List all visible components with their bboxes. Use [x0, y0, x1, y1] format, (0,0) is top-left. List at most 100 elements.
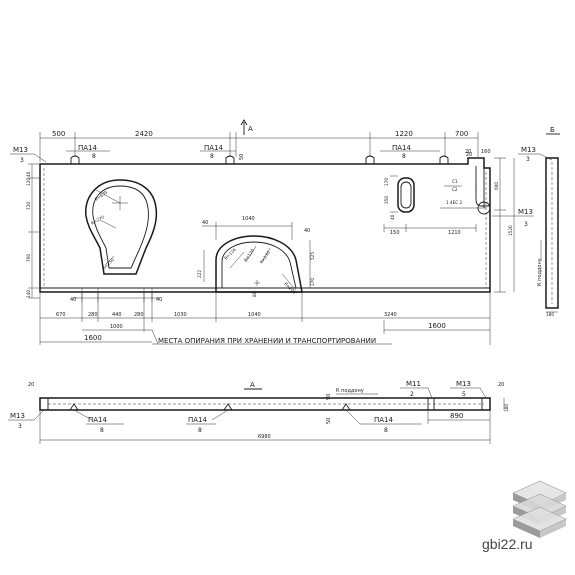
dim-20-top: 20 [465, 149, 471, 155]
bdim-440: 440 [112, 312, 122, 318]
sec-a-dim-890: 890 [450, 412, 463, 420]
lifting-loops-top: ПА14 8 ПА14 8 ПА14 8 [66, 144, 449, 164]
section-mark-a: A [240, 119, 253, 135]
weld-note: 1 4ЕС 2 [446, 200, 463, 205]
arch-dim-1040: 1040 [242, 216, 255, 222]
arch-dim-80: 80 [252, 291, 257, 297]
site-watermark: gbi22.ru [482, 536, 533, 552]
pear-opening: R=635 R=270 R=250 [85, 179, 158, 275]
dim-40-a: 40 [70, 297, 76, 303]
dim-40-left: 40 [26, 171, 31, 177]
pa14-label-sec-a-1: ПА14 [88, 416, 108, 424]
section-b: Б M13 3 180 К поддону [518, 126, 560, 317]
dim-1520-right: 1520 [508, 225, 513, 236]
slot-dim-1210: 1210 [448, 230, 461, 236]
small-slot-opening: 170 350 40 C1 C2 1 4ЕС 2 150 1210 20 [383, 152, 491, 236]
panel-outline [39, 157, 491, 293]
m13-label-left: M13 [13, 146, 28, 154]
right-dimension-chain: 600 1520 M13 3 [492, 157, 534, 293]
arch-dim-40-left: 40 [202, 220, 208, 226]
section-b-dim-180: 180 [546, 312, 554, 317]
arch-r120: R=120 [243, 248, 256, 263]
dim-120-left: 120 [26, 178, 31, 186]
slot-dim-20: 20 [466, 152, 472, 158]
dim-720-left: 720 [26, 202, 31, 210]
section-b-letter: Б [550, 126, 555, 134]
m13-callout-left: M13 3 [10, 146, 47, 164]
pa14-qty-sec-a-3: 8 [384, 427, 388, 434]
sec-a-dim-90: 90 [326, 394, 332, 400]
arch-dim-40-right: 40 [304, 228, 310, 234]
m13-qty-5: 5 [462, 391, 466, 398]
section-a: А 20 20 180 M13 3 ПА14 8 ПА14 8 ПА14 8 К… [8, 380, 509, 444]
pa14-qty-sec-a-1: 8 [100, 427, 104, 434]
dim-160-top: 160 [481, 149, 491, 155]
pa14-qty-3: 8 [402, 153, 406, 160]
arch-r116: R=116 [223, 247, 237, 261]
dim-50: 50 [239, 154, 245, 160]
weld-mark-c1: C1 [452, 179, 458, 184]
pa14-label-2: ПА14 [204, 144, 224, 152]
dim-700: 700 [455, 130, 468, 138]
r270-label: R=270 [90, 214, 105, 226]
dim-40-b: 40 [156, 297, 162, 303]
bdim-3240: 3240 [384, 312, 397, 318]
section-a-letter: A [248, 125, 253, 133]
dim-760-left: 760 [26, 254, 31, 262]
slot-dim-40: 40 [390, 214, 395, 220]
k-poddonu-a: К поддону [336, 388, 364, 394]
dim-1220: 1220 [395, 130, 413, 138]
left-dimension-chain: 40 120 720 760 140 [26, 163, 40, 299]
bdim-670: 670 [56, 312, 66, 318]
arch-r130: R=130 [259, 250, 272, 265]
dim-500: 500 [52, 130, 65, 138]
r250-label: R=250 [101, 257, 115, 271]
arch-dim-525: 525 [310, 252, 315, 260]
slot-dim-150: 150 [390, 230, 400, 236]
bdim-280: 280 [88, 312, 98, 318]
m13-qty-left: 3 [20, 157, 24, 164]
m11-label: M11 [406, 380, 421, 388]
sec-a-dim-20-left: 20 [28, 382, 34, 388]
pa14-label-sec-a-2: ПА14 [188, 416, 208, 424]
weld-mark-c2: C2 [452, 187, 458, 192]
sec-a-dim-50: 50 [326, 418, 332, 424]
dim-2420: 2420 [135, 130, 153, 138]
pear-support-dims: 40 40 [70, 288, 162, 303]
bottom-dimension-chain: 670 280 440 280 1030 1040 3240 1000 1600… [39, 292, 491, 345]
m13-label-5: M13 [456, 380, 471, 388]
sec-a-dim-180: 180 [504, 404, 509, 412]
sec-a-dim-20-right: 20 [498, 382, 504, 388]
bdim-1040: 1040 [248, 312, 261, 318]
m13-label-sec-a: M13 [10, 412, 25, 420]
arch-opening: 1040 40 40 222 525 270 R=116 R=120 R=130… [197, 216, 315, 297]
arch-dim-222: 222 [197, 270, 202, 278]
k-poddonu-b: К поддону [537, 258, 543, 286]
slot-dim-170: 170 [384, 178, 389, 186]
m13-qty-sec-a: 3 [18, 423, 22, 430]
m11-qty: 2 [410, 391, 414, 398]
slot-dim-350: 350 [384, 196, 389, 204]
pa14-label-sec-a-3: ПА14 [374, 416, 394, 424]
support-places-label: МЕСТА ОПИРАНИЯ ПРИ ХРАНЕНИИ И ТРАНСПОРТИ… [158, 337, 376, 345]
pa14-label-3: ПА14 [392, 144, 412, 152]
dim-140-left: 140 [26, 290, 31, 298]
m13-qty-right: 3 [524, 221, 528, 228]
m13-label-b: M13 [521, 146, 536, 154]
site-logo-icon [512, 480, 567, 538]
bdim-280b: 280 [134, 312, 144, 318]
sec-a-dim-6980: 6980 [258, 434, 271, 440]
m13-qty-b: 3 [526, 156, 530, 163]
bdim-1000: 1000 [110, 324, 123, 330]
pa14-qty-1: 8 [92, 153, 96, 160]
bdim-1030: 1030 [174, 312, 187, 318]
arch-dim-270: 270 [310, 278, 315, 286]
dim-600-right: 600 [494, 182, 499, 190]
pa14-qty-2: 8 [210, 153, 214, 160]
bdim-1600-right: 1600 [428, 322, 446, 330]
bdim-1600-left: 1600 [84, 334, 102, 342]
pa14-qty-sec-a-2: 8 [198, 427, 202, 434]
m13-label-right: M13 [518, 208, 533, 216]
top-dimension-chain: 500 2420 1220 700 50 20 160 [39, 130, 491, 162]
